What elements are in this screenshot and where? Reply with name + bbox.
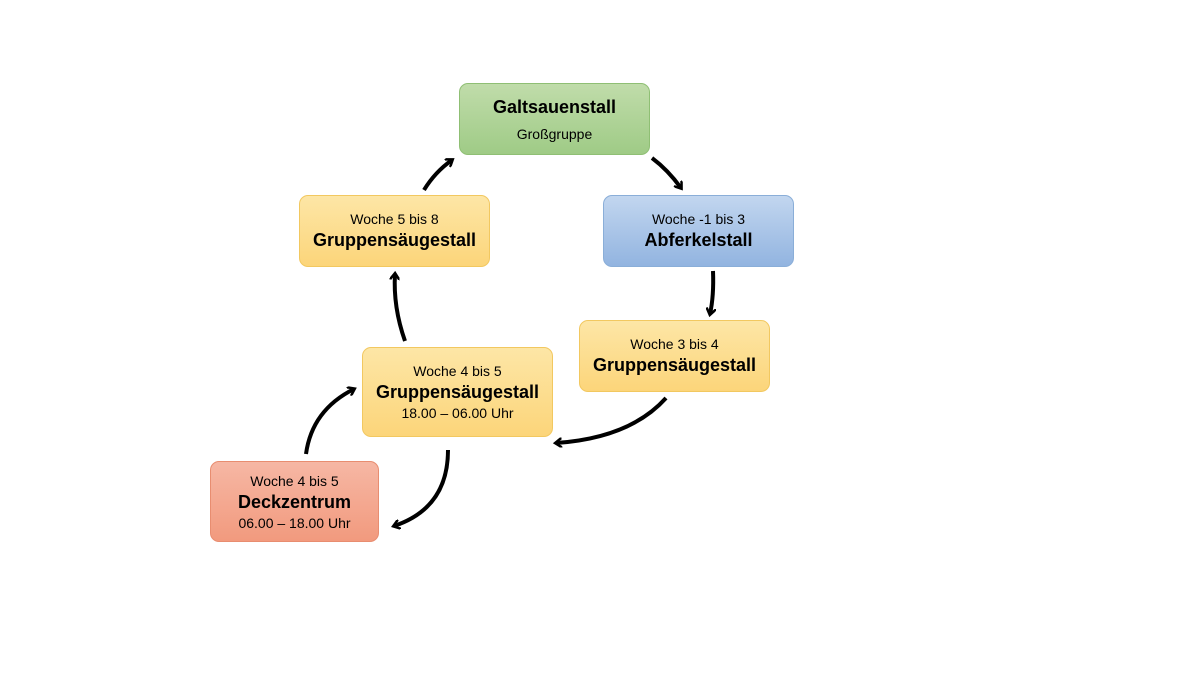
node-week: Woche 3 bis 4 xyxy=(630,336,719,352)
arrow-abferkel-to-g34 xyxy=(710,270,713,314)
node-week: Woche 4 bis 5 xyxy=(250,472,339,489)
arrow-g45-to-g58 xyxy=(395,274,407,342)
node-title: Gruppensäugestall xyxy=(312,230,477,250)
node-week: Woche 5 bis 8 xyxy=(350,211,439,227)
node-time: 18.00 – 06.00 Uhr xyxy=(401,405,514,421)
node-gruppensaeugestall-5-8: Woche 5 bis 8 Gruppensäugestall xyxy=(299,195,490,267)
node-week: Woche -1 bis 3 xyxy=(651,211,746,227)
node-abferkelstall: Woche -1 bis 3 Abferkelstall xyxy=(603,195,794,267)
node-galtsauenstall: Galtsauenstall Großgruppe xyxy=(459,83,650,155)
node-title: Galtsauenstall xyxy=(492,97,617,117)
node-time: 06.00 – 18.00 Uhr xyxy=(238,514,351,531)
node-title: Deckzentrum xyxy=(237,491,352,512)
node-title: Gruppensäugestall xyxy=(592,355,757,375)
node-gruppensaeugestall-4-5: Woche 4 bis 5 Gruppensäugestall 18.00 – … xyxy=(362,347,553,437)
arrow-g58-to-galt xyxy=(422,160,452,192)
arrow-g34-to-g45 xyxy=(556,396,668,443)
arrow-deck-to-g45 xyxy=(304,389,354,455)
node-deckzentrum: Woche 4 bis 5 Deckzentrum 06.00 – 18.00 … xyxy=(210,461,379,542)
arrow-galt-to-abferkel xyxy=(650,156,681,188)
node-gruppensaeugestall-3-4: Woche 3 bis 4 Gruppensäugestall xyxy=(579,320,770,392)
node-title: Abferkelstall xyxy=(644,230,753,250)
node-subtitle: Großgruppe xyxy=(516,126,593,142)
node-title: Gruppensäugestall xyxy=(375,382,540,402)
arrow-g45-to-deck xyxy=(394,449,450,526)
node-week: Woche 4 bis 5 xyxy=(413,363,502,379)
